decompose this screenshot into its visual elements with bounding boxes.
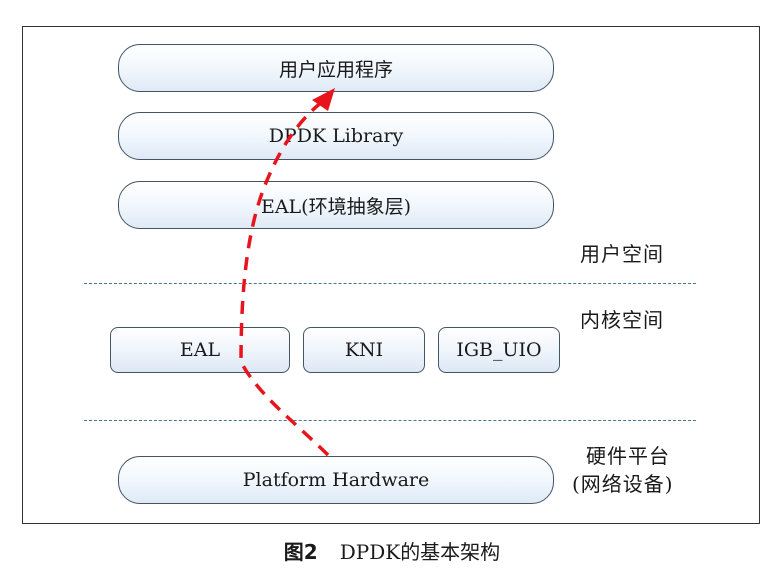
user-application-layer: 用户应用程序 [118, 44, 554, 92]
user-space-label: 用户空间 [580, 242, 664, 266]
kernel-hardware-divider [84, 420, 696, 421]
hardware-platform-label: 硬件平台 [586, 444, 670, 468]
dpdk-library-layer: DPDK Library [118, 112, 554, 160]
user-kernel-divider [84, 283, 696, 284]
platform-hardware-label: Platform Hardware [242, 469, 430, 491]
data-path-arrowhead [312, 88, 335, 111]
kernel-module-eal: EAL [110, 327, 290, 373]
figure-number: 图2 [283, 540, 318, 564]
eal-user-layer: EAL(环境抽象层) [118, 181, 554, 229]
user-application-label: 用户应用程序 [278, 58, 393, 81]
network-device-label: (网络设备) [572, 472, 674, 496]
kernel-module-igb-uio: IGB_UIO [438, 327, 560, 373]
figure-caption: 图2 DPDK的基本架构 [0, 536, 784, 565]
dpdk-library-label: DPDK Library [268, 125, 404, 147]
platform-hardware-layer: Platform Hardware [118, 456, 554, 504]
eal-user-label: EAL(环境抽象层) [260, 195, 412, 218]
data-path-arrow-line [239, 100, 330, 457]
kernel-module-eal-label: EAL [179, 339, 221, 361]
kernel-module-kni: KNI [303, 327, 425, 373]
diagram-frame [22, 26, 760, 524]
figure-title: DPDK的基本架构 [339, 540, 501, 564]
kernel-space-label: 内核空间 [580, 308, 664, 332]
kernel-module-igb-uio-label: IGB_UIO [456, 339, 542, 361]
kernel-module-kni-label: KNI [344, 339, 384, 361]
